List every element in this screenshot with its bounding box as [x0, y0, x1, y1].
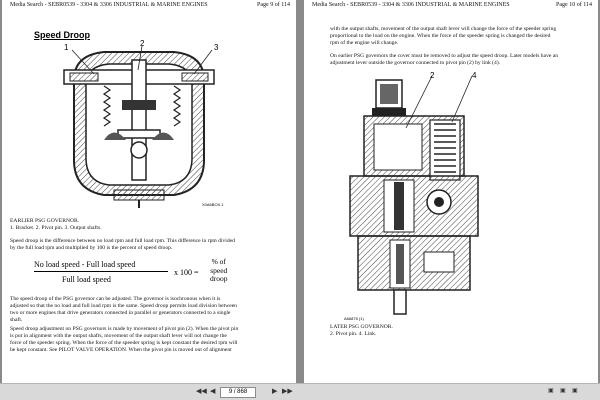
document-page-left: Media Search - SEBR0539 - 3304 & 3306 IN…: [2, 0, 296, 384]
caption-title: EARLIER PSG GOVERNOR.: [10, 218, 80, 224]
figure-id: X0A6BOX.1: [202, 202, 224, 207]
paragraph-3: Speed droop adjustment on PSG governors …: [10, 326, 238, 354]
toolbar-icon[interactable]: ▣: [560, 388, 566, 394]
text-line: adjustment lever outside the governor co…: [330, 60, 501, 66]
page-number-input[interactable]: 9 / 868: [220, 387, 256, 398]
caption-items: 2. Pivot pin. 4. Link.: [330, 331, 377, 337]
text-line: force of the speeder spring. When the fo…: [10, 340, 238, 346]
text-line: is put in alignment with the output shaf…: [10, 333, 227, 339]
page-header-title: Media Search - SEBR0539 - 3304 & 3306 IN…: [10, 2, 208, 8]
formula-numerator: No load speed - Full load speed: [34, 260, 136, 269]
formula-result: % of speed droop: [210, 257, 228, 284]
page-header-number: Page 9 of 114: [257, 2, 290, 8]
figure-caption: EARLIER PSG GOVERNOR. 1. Bracket. 2. Piv…: [10, 218, 102, 232]
callout-4: 4: [472, 72, 477, 80]
text-line: Speed droop is the difference between no…: [10, 238, 235, 244]
callout-3: 3: [214, 43, 219, 52]
text-line: The speed droop of the PSG governor can …: [10, 296, 221, 302]
speed-droop-formula: No load speed - Full load speed Full loa…: [34, 257, 234, 298]
callout-1: 1: [64, 43, 69, 52]
text-line: Speed droop adjustment on PSG governors …: [10, 326, 239, 332]
next-page-icon[interactable]: ▶: [272, 388, 278, 395]
section-title: Speed Droop: [34, 30, 91, 40]
result-line: % of: [211, 257, 226, 266]
text-line: two or more engines that drive generator…: [10, 310, 231, 316]
text-line: with the output shafts, movement of the …: [330, 26, 557, 32]
caption-items: 1. Bracket. 2. Pivot pin. 3. Output shaf…: [10, 225, 102, 231]
fraction-bar: [34, 271, 168, 272]
toolbar-icon[interactable]: ▣: [548, 388, 554, 394]
callout-2: 2: [140, 40, 145, 48]
page-header-number: Page 10 of 114: [556, 2, 592, 8]
text-line: On earlier PSG governors the cover must …: [330, 53, 559, 59]
earlier-psg-governor-diagram: 1 2 3 X0A6BOX.1: [63, 40, 224, 208]
formula-multiplier: x 100 =: [174, 268, 199, 277]
figure-id: A66875 (1): [344, 316, 364, 321]
prev-page-icon[interactable]: ◀: [210, 388, 216, 395]
figure-caption: LATER PSG GOVERNOR. 2. Pivot pin. 4. Lin…: [330, 324, 393, 338]
paragraph-2: On earlier PSG governors the cover must …: [330, 53, 558, 67]
paragraph-1: with the output shafts, movement of the …: [330, 26, 556, 47]
document-page-right: Media Search - SEBR0539 - 3304 & 3306 IN…: [304, 0, 598, 384]
text-line: by the full load rpm and multiplied by 1…: [10, 245, 173, 251]
later-psg-governor-diagram: 2 4 A66875 (1): [344, 72, 479, 321]
paragraph-2: The speed droop of the PSG governor can …: [10, 296, 237, 324]
toolbar-icon[interactable]: ▣: [572, 388, 578, 394]
callout-2: 2: [430, 72, 435, 80]
first-page-icon[interactable]: ◀◀: [196, 388, 207, 395]
text-line: rpm of the engine will change.: [330, 40, 399, 46]
text-line: proportional to the load on the engine. …: [330, 33, 551, 39]
text-line: shaft.: [10, 317, 23, 323]
formula-denominator: Full load speed: [62, 275, 111, 284]
result-line: speed: [210, 265, 228, 275]
text-line: adjusted so that the no load and full lo…: [10, 303, 237, 309]
paragraph-1: Speed droop is the difference between no…: [10, 238, 235, 252]
caption-title: LATER PSG GOVERNOR.: [330, 324, 393, 330]
result-line: droop: [210, 274, 228, 283]
last-page-icon[interactable]: ▶▶: [282, 388, 293, 395]
page-navigation-toolbar: ◀◀ ◀ 9 / 868 ▶ ▶▶ ▣ ▣ ▣: [0, 383, 600, 400]
page-header-title: Media Search - SEBR0539 - 3304 & 3306 IN…: [312, 2, 510, 8]
text-line: be kept constant. See PILOT VALVE OPERAT…: [10, 347, 232, 353]
